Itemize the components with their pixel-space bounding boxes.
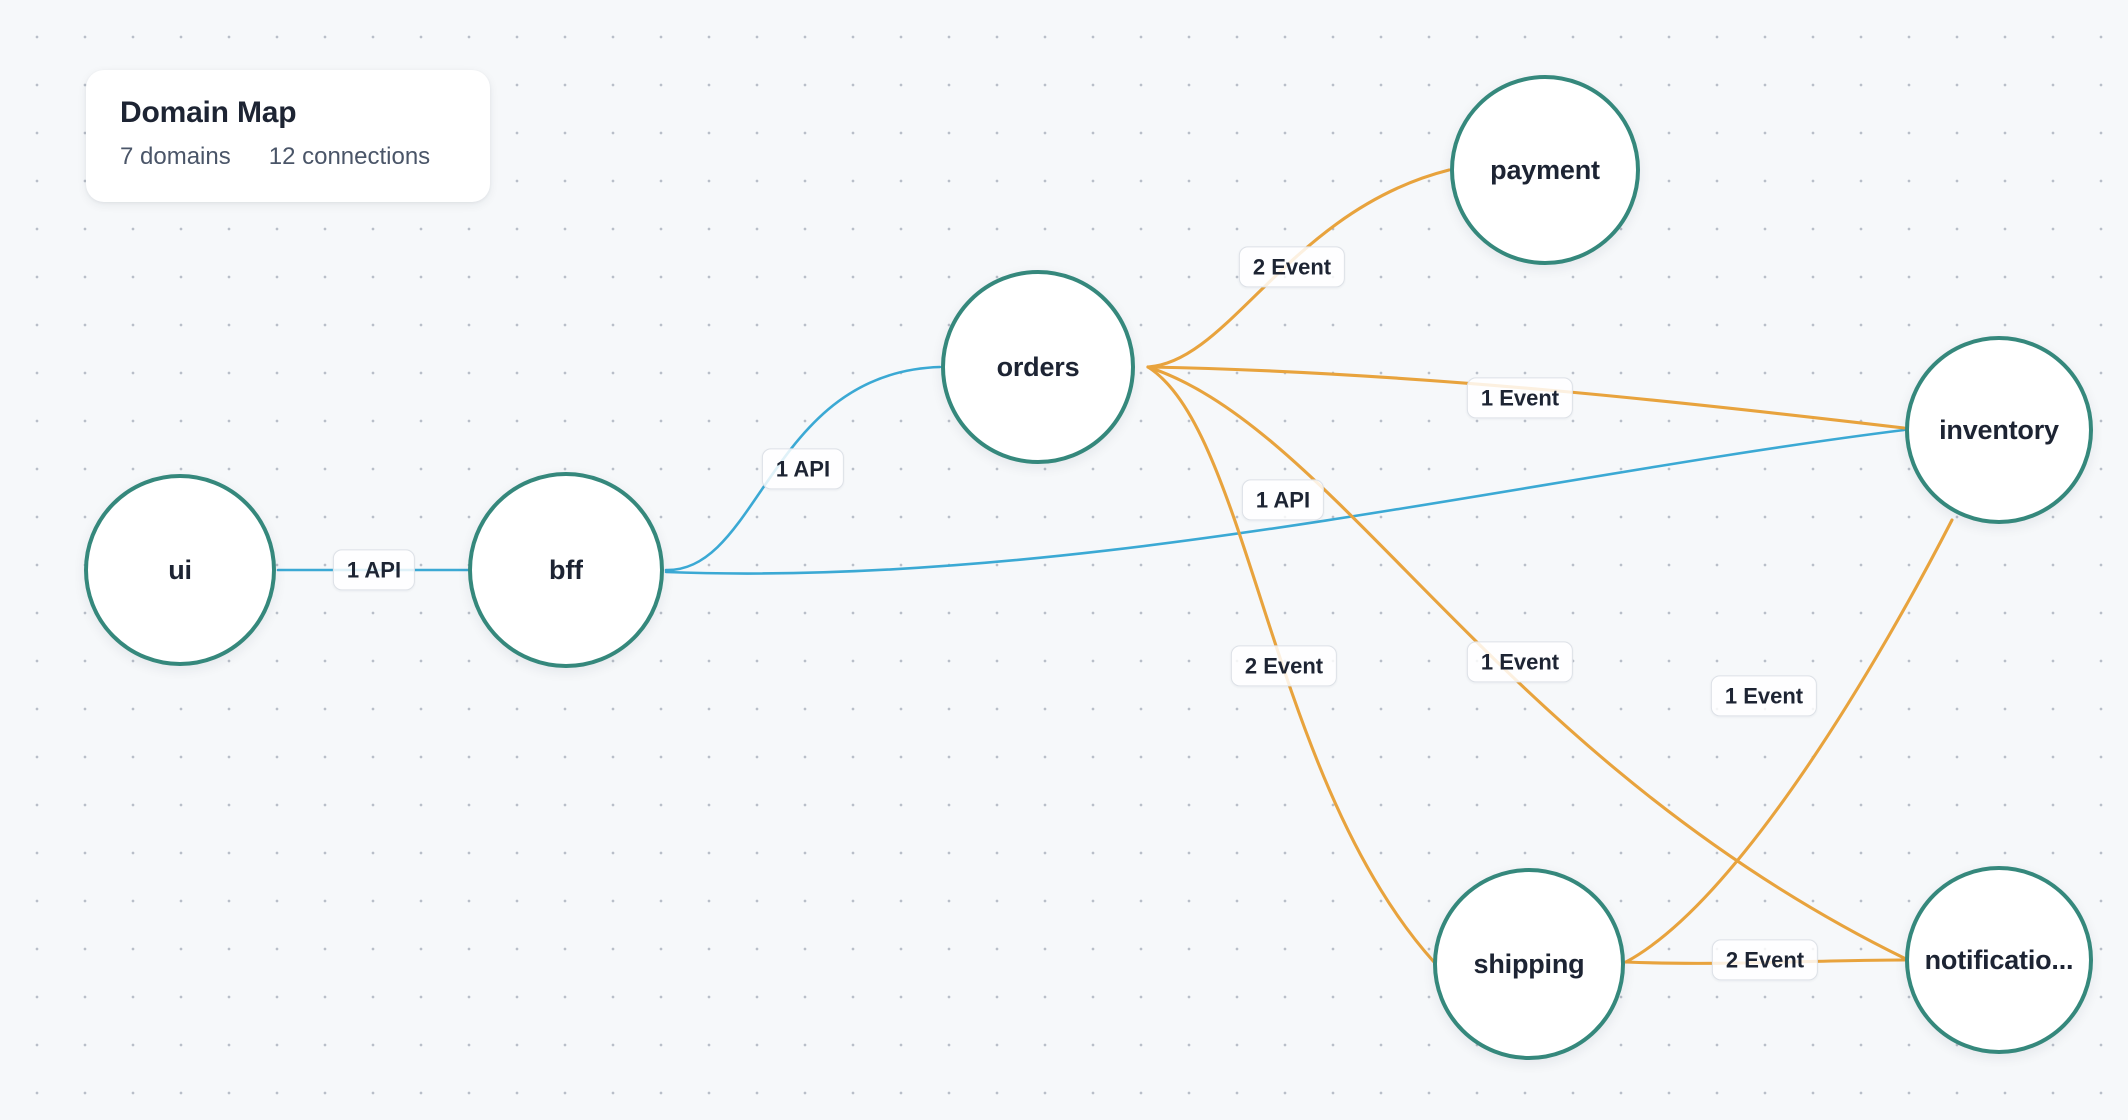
node-label-shipping: shipping xyxy=(1473,948,1585,979)
edge-label-orders-notification[interactable]: 1 Event xyxy=(1466,641,1574,683)
edge-inventory-shipping[interactable] xyxy=(1624,518,1954,964)
node-ui[interactable]: ui xyxy=(84,474,276,666)
node-label-bff: bff xyxy=(549,554,583,585)
edge-label-shipping-notification[interactable]: 2 Event xyxy=(1711,939,1819,981)
edge-label-orders-inventory[interactable]: 1 Event xyxy=(1466,377,1574,419)
edge-label-orders-shipping[interactable]: 2 Event xyxy=(1230,645,1338,687)
node-bff[interactable]: bff xyxy=(468,472,664,668)
node-label-notification: notificatio... xyxy=(1924,944,2074,975)
legend-card: Domain Map 7 domains 12 connections xyxy=(86,70,490,202)
edge-label-bff-inventory[interactable]: 1 API xyxy=(1241,479,1325,521)
legend-stats: 7 domains 12 connections xyxy=(120,143,456,172)
node-payment[interactable]: payment xyxy=(1450,75,1640,265)
legend-connection-count: 12 connections xyxy=(268,143,431,170)
node-label-inventory: inventory xyxy=(1939,414,2059,445)
legend-domain-count: 7 domains xyxy=(120,143,231,170)
edge-label-ui-bff[interactable]: 1 API xyxy=(332,549,416,591)
legend-title: Domain Map xyxy=(120,96,297,129)
node-label-orders: orders xyxy=(996,351,1080,382)
node-shipping[interactable]: shipping xyxy=(1433,868,1625,1060)
edge-label-bff-orders[interactable]: 1 API xyxy=(761,448,845,490)
edge-label-inventory-shipping[interactable]: 1 Event xyxy=(1710,675,1818,717)
node-label-ui: ui xyxy=(168,554,192,585)
node-inventory[interactable]: inventory xyxy=(1905,336,2093,524)
node-label-payment: payment xyxy=(1490,154,1600,185)
node-orders[interactable]: orders xyxy=(941,270,1135,464)
edge-label-orders-payment[interactable]: 2 Event xyxy=(1238,246,1346,288)
node-notification[interactable]: notificatio... xyxy=(1905,866,2093,1054)
